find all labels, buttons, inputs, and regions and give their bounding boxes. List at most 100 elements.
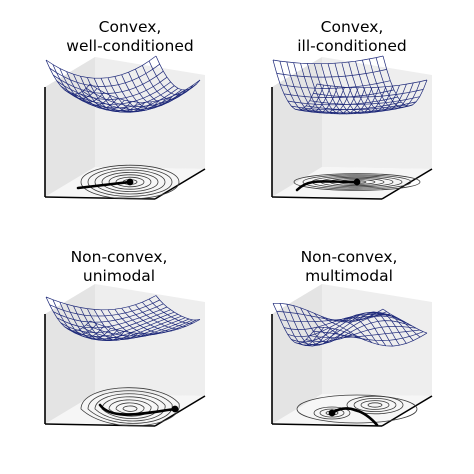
mesh-line	[155, 55, 201, 91]
optimizer-endpoint	[328, 409, 336, 417]
contour-lines	[80, 164, 180, 200]
mesh-line	[45, 59, 91, 95]
optimizer-path	[76, 180, 132, 190]
mesh-line	[114, 308, 159, 335]
mesh-line	[142, 301, 187, 327]
contour	[115, 176, 145, 188]
mesh-line	[45, 55, 157, 79]
optimizer-path	[295, 180, 359, 192]
mesh-line	[355, 61, 400, 112]
mesh-line	[45, 296, 91, 332]
mesh-line	[155, 295, 201, 321]
mesh-line	[327, 63, 373, 115]
panel-title-line1: Convex,	[99, 18, 162, 36]
surface-mesh	[272, 302, 428, 347]
mesh-line	[317, 326, 428, 347]
mesh-line	[59, 68, 105, 103]
mesh-line	[59, 301, 105, 338]
mesh-line	[368, 58, 414, 110]
panel-non-convex-unimodal: Non-convex, unimodal	[44, 248, 206, 427]
mesh-line	[80, 307, 125, 342]
contour-lines	[80, 387, 180, 427]
mesh-line	[107, 77, 153, 113]
contour	[122, 405, 138, 412]
contour	[346, 395, 404, 415]
mesh-line	[307, 63, 352, 115]
mesh-line	[135, 68, 180, 104]
mesh-line	[121, 307, 166, 334]
mesh-line	[86, 77, 132, 112]
mesh-line	[100, 309, 146, 339]
contour	[101, 172, 159, 193]
mesh-line	[45, 295, 157, 311]
mesh-line	[86, 308, 132, 341]
mesh-line	[307, 310, 352, 340]
surface-mesh	[45, 55, 201, 113]
contour	[296, 394, 418, 424]
mesh-line	[286, 61, 332, 113]
left-pane	[272, 284, 322, 424]
mesh-line	[279, 61, 325, 112]
mesh-line	[100, 78, 146, 113]
mesh-line	[80, 76, 125, 111]
panel-title-line1: Non-convex,	[301, 248, 398, 266]
mesh-line	[272, 55, 384, 65]
panel-non-convex-multimodal: Non-convex, multimodal	[271, 248, 433, 427]
mesh-line	[375, 57, 421, 109]
mesh-line	[382, 308, 428, 334]
mesh-line	[114, 76, 160, 111]
non-convex-unimodal-plot	[44, 284, 206, 427]
convex-well-conditioned-plot	[44, 55, 206, 200]
x-axis	[271, 423, 383, 427]
mesh-line	[148, 298, 194, 324]
contour	[302, 174, 412, 190]
mesh-line	[320, 315, 366, 341]
convex-ill-conditioned-plot	[271, 55, 433, 200]
mesh-line	[52, 64, 98, 99]
optimizer-endpoint	[126, 178, 134, 186]
panel-title-line2: multimodal	[305, 267, 393, 285]
mesh-line	[286, 303, 332, 347]
mesh-line	[52, 299, 98, 335]
mesh-line	[362, 60, 407, 111]
mesh-line	[348, 312, 393, 347]
mesh-line	[320, 63, 366, 115]
mesh-line	[341, 314, 387, 347]
mesh-line	[293, 62, 338, 114]
mesh-line	[148, 60, 194, 96]
contour	[313, 406, 351, 420]
back-pane	[322, 284, 432, 396]
panel-convex-ill-conditioned: Convex, ill-conditioned	[271, 18, 433, 200]
contour	[87, 167, 173, 197]
mesh-line	[272, 303, 318, 344]
contour	[367, 402, 383, 408]
mesh-line	[141, 65, 187, 100]
contour	[293, 173, 421, 191]
mesh-line	[314, 313, 359, 338]
mesh-line	[327, 318, 373, 343]
contour	[353, 398, 397, 413]
contour	[101, 396, 159, 419]
contour	[319, 408, 345, 418]
mesh-line	[73, 305, 118, 341]
mesh-line	[382, 55, 428, 107]
mesh-line	[128, 72, 173, 107]
contour	[94, 169, 166, 195]
mesh-line	[272, 59, 318, 111]
mesh-line	[107, 309, 153, 337]
mesh-line	[135, 304, 180, 330]
optimizer-path	[330, 407, 379, 427]
contour	[115, 402, 145, 415]
contour	[360, 400, 390, 410]
contour	[80, 164, 180, 200]
contour	[108, 174, 152, 190]
panel-convex-well-conditioned: Convex, well-conditioned	[44, 18, 206, 200]
mesh-line	[66, 304, 111, 340]
back-pane	[95, 284, 205, 396]
contour	[80, 387, 180, 427]
mesh-line	[348, 61, 393, 113]
surface-mesh	[45, 295, 201, 342]
surface-mesh	[272, 55, 428, 115]
mesh-line	[93, 78, 139, 113]
